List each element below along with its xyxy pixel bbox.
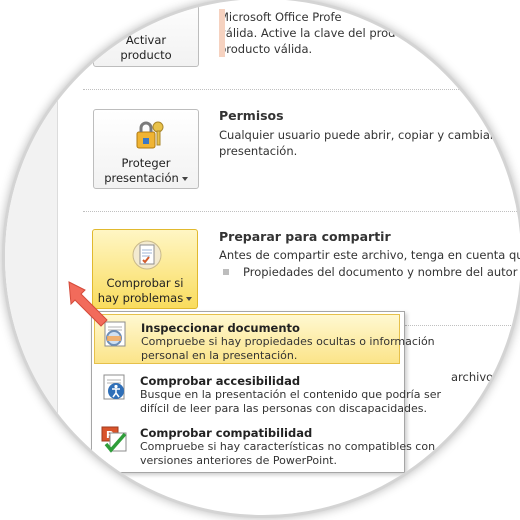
menu-item-inspect-document[interactable]: Inspeccionar documento Compruebe si hay … — [94, 314, 435, 364]
backstage-left-strip — [5, 0, 58, 515]
section-divider-2 — [83, 211, 520, 212]
accessibility-desc-line-2: difícil de leer para las personas con di… — [140, 402, 427, 415]
activate-product-button[interactable]: Activar producto — [93, 0, 199, 67]
inspect-document-title: Inspeccionar documento — [141, 321, 300, 335]
preparar-title: Preparar para compartir — [219, 229, 391, 244]
menu-item-check-compatibility[interactable]: P Comprobar compatibilidad Compruebe si … — [94, 420, 435, 468]
pointer-arrow-icon — [68, 281, 108, 327]
inspect-desc-line-2: personal en la presentación. — [141, 349, 298, 362]
lock-key-icon — [136, 121, 164, 149]
section-divider-1 — [83, 89, 520, 90]
compatibility-desc-line-2: versiones anteriores de PowerPoint. — [140, 454, 337, 467]
check-accessibility-title: Comprobar accesibilidad — [140, 374, 301, 388]
check-issues-button[interactable]: Comprobar si hay problemas — [92, 229, 198, 309]
permisos-desc-line-2: presentación. — [219, 144, 298, 158]
check-issues-label-2-text: hay problemas — [97, 291, 184, 305]
chevron-down-icon — [186, 296, 193, 301]
behind-menu-fragment: archivo — [451, 370, 494, 384]
check-compatibility-title: Comprobar compatibilidad — [140, 426, 313, 440]
product-accent-bar — [219, 9, 225, 57]
protect-label-2-text: presentación — [104, 171, 179, 185]
activate-product-label-1: Activar — [125, 33, 167, 47]
compatibility-icon: P — [101, 426, 127, 453]
protect-presentation-button[interactable]: Proteger presentación — [93, 109, 199, 189]
product-desc-line-1: Microsoft Office Profe — [219, 10, 342, 24]
check-compatibility-desc: Compruebe si hay características no comp… — [140, 440, 435, 468]
section-divider-3 — [405, 325, 520, 326]
check-accessibility-desc: Busque en la presentación el contenido q… — [140, 388, 441, 416]
accessibility-desc-line-1: Busque en la presentación el contenido q… — [140, 388, 441, 401]
preparar-bullet-text: Propiedades del documento y nombre del a… — [243, 265, 518, 279]
check-issues-label-2: hay problemas — [93, 291, 197, 306]
permisos-desc-line-1: Cualquier usuario puede abrir, copiar y … — [219, 128, 512, 142]
compatibility-desc-line-1: Compruebe si hay características no comp… — [140, 440, 436, 453]
permisos-title: Permisos — [219, 108, 284, 123]
inspect-document-desc: Compruebe si hay propiedades ocultas o i… — [141, 335, 435, 363]
check-document-icon — [132, 240, 162, 270]
accessibility-icon — [103, 374, 125, 400]
inspect-document-icon — [104, 321, 126, 347]
preparar-desc: Antes de compartir este archivo, tenga e… — [219, 248, 520, 262]
product-desc-line-2: válida. Active la clave del product — [219, 26, 414, 40]
product-desc-line-3: producto válida. — [219, 42, 313, 56]
check-issues-label-1: Comprobar si — [106, 276, 184, 290]
menu-item-check-accessibility[interactable]: Comprobar accesibilidad Busque en la pre… — [94, 368, 441, 416]
bullet-square-icon — [223, 269, 229, 275]
protect-label-2: presentación — [94, 171, 198, 186]
check-issues-dropdown: Inspeccionar documento Compruebe si hay … — [91, 311, 441, 473]
activate-product-label-2: producto — [120, 48, 172, 62]
chevron-down-icon — [181, 176, 188, 181]
protect-label-1: Proteger — [121, 156, 171, 170]
inspect-desc-line-1: Compruebe si hay propiedades ocultas o i… — [141, 335, 435, 348]
